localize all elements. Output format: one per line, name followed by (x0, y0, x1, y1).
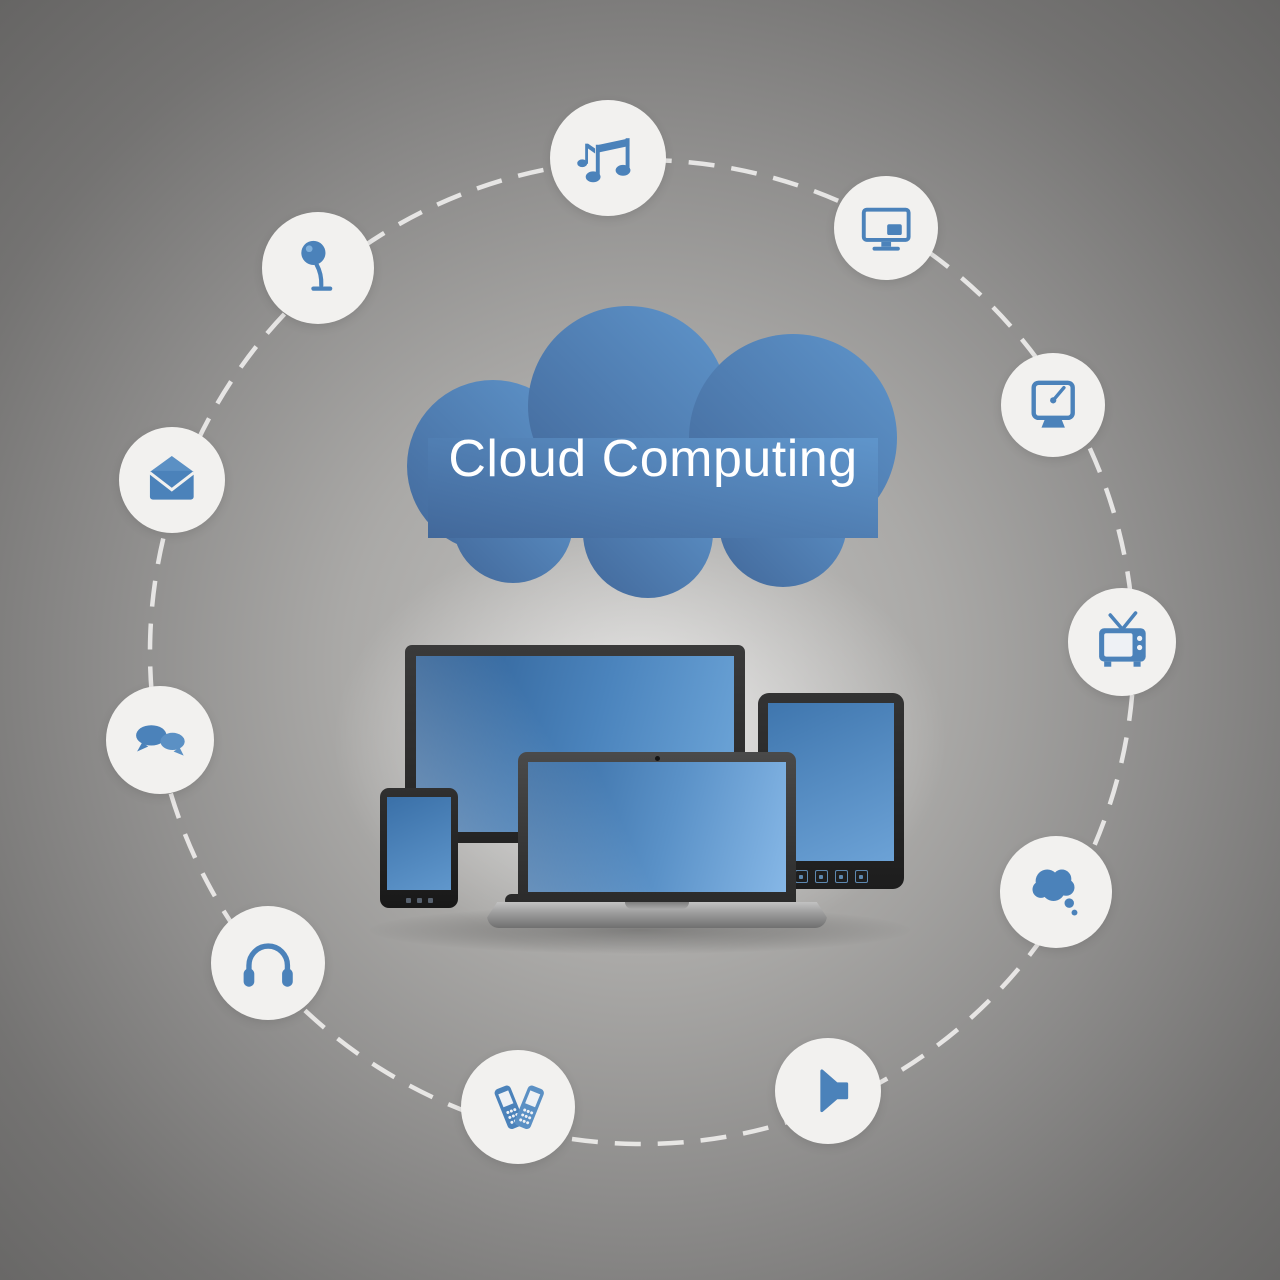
badge-presentation (834, 176, 938, 280)
badge-email (119, 427, 225, 533)
badge-thought (1000, 836, 1112, 948)
presentation-screen-icon (861, 207, 911, 251)
smartphone (380, 788, 458, 908)
email-icon (149, 456, 195, 500)
badge-phones (461, 1050, 575, 1164)
laptop-notch (625, 902, 689, 909)
badge-music (550, 100, 666, 216)
microphone-icon (301, 241, 333, 292)
badge-chat (106, 686, 214, 794)
music-icon (577, 138, 631, 183)
tablet-key (854, 870, 868, 883)
chat-bubbles-icon (135, 724, 185, 756)
laptop-screen (528, 762, 786, 892)
smartphone-screen (387, 797, 451, 890)
speaker-icon (820, 1069, 849, 1113)
laptop (518, 752, 796, 902)
smartphone-buttons (380, 898, 458, 903)
cloud-shape (407, 306, 897, 598)
cloud-title: Cloud Computing (448, 430, 858, 488)
laptop-base (487, 902, 827, 928)
headphones-icon (243, 943, 293, 987)
mobile-phones-icon (494, 1085, 544, 1129)
thought-bubble-icon (1032, 869, 1078, 916)
clock-icon (1031, 380, 1075, 428)
tablet-key (814, 870, 828, 883)
badge-tv (1068, 588, 1176, 696)
tablet-key (834, 870, 848, 883)
badge-clock (1001, 353, 1105, 457)
badge-headphones (211, 906, 325, 1020)
tablet-key (794, 870, 808, 883)
badge-speaker (775, 1038, 881, 1144)
badge-microphone (262, 212, 374, 324)
laptop-camera (655, 756, 660, 761)
tv-icon (1098, 610, 1146, 667)
